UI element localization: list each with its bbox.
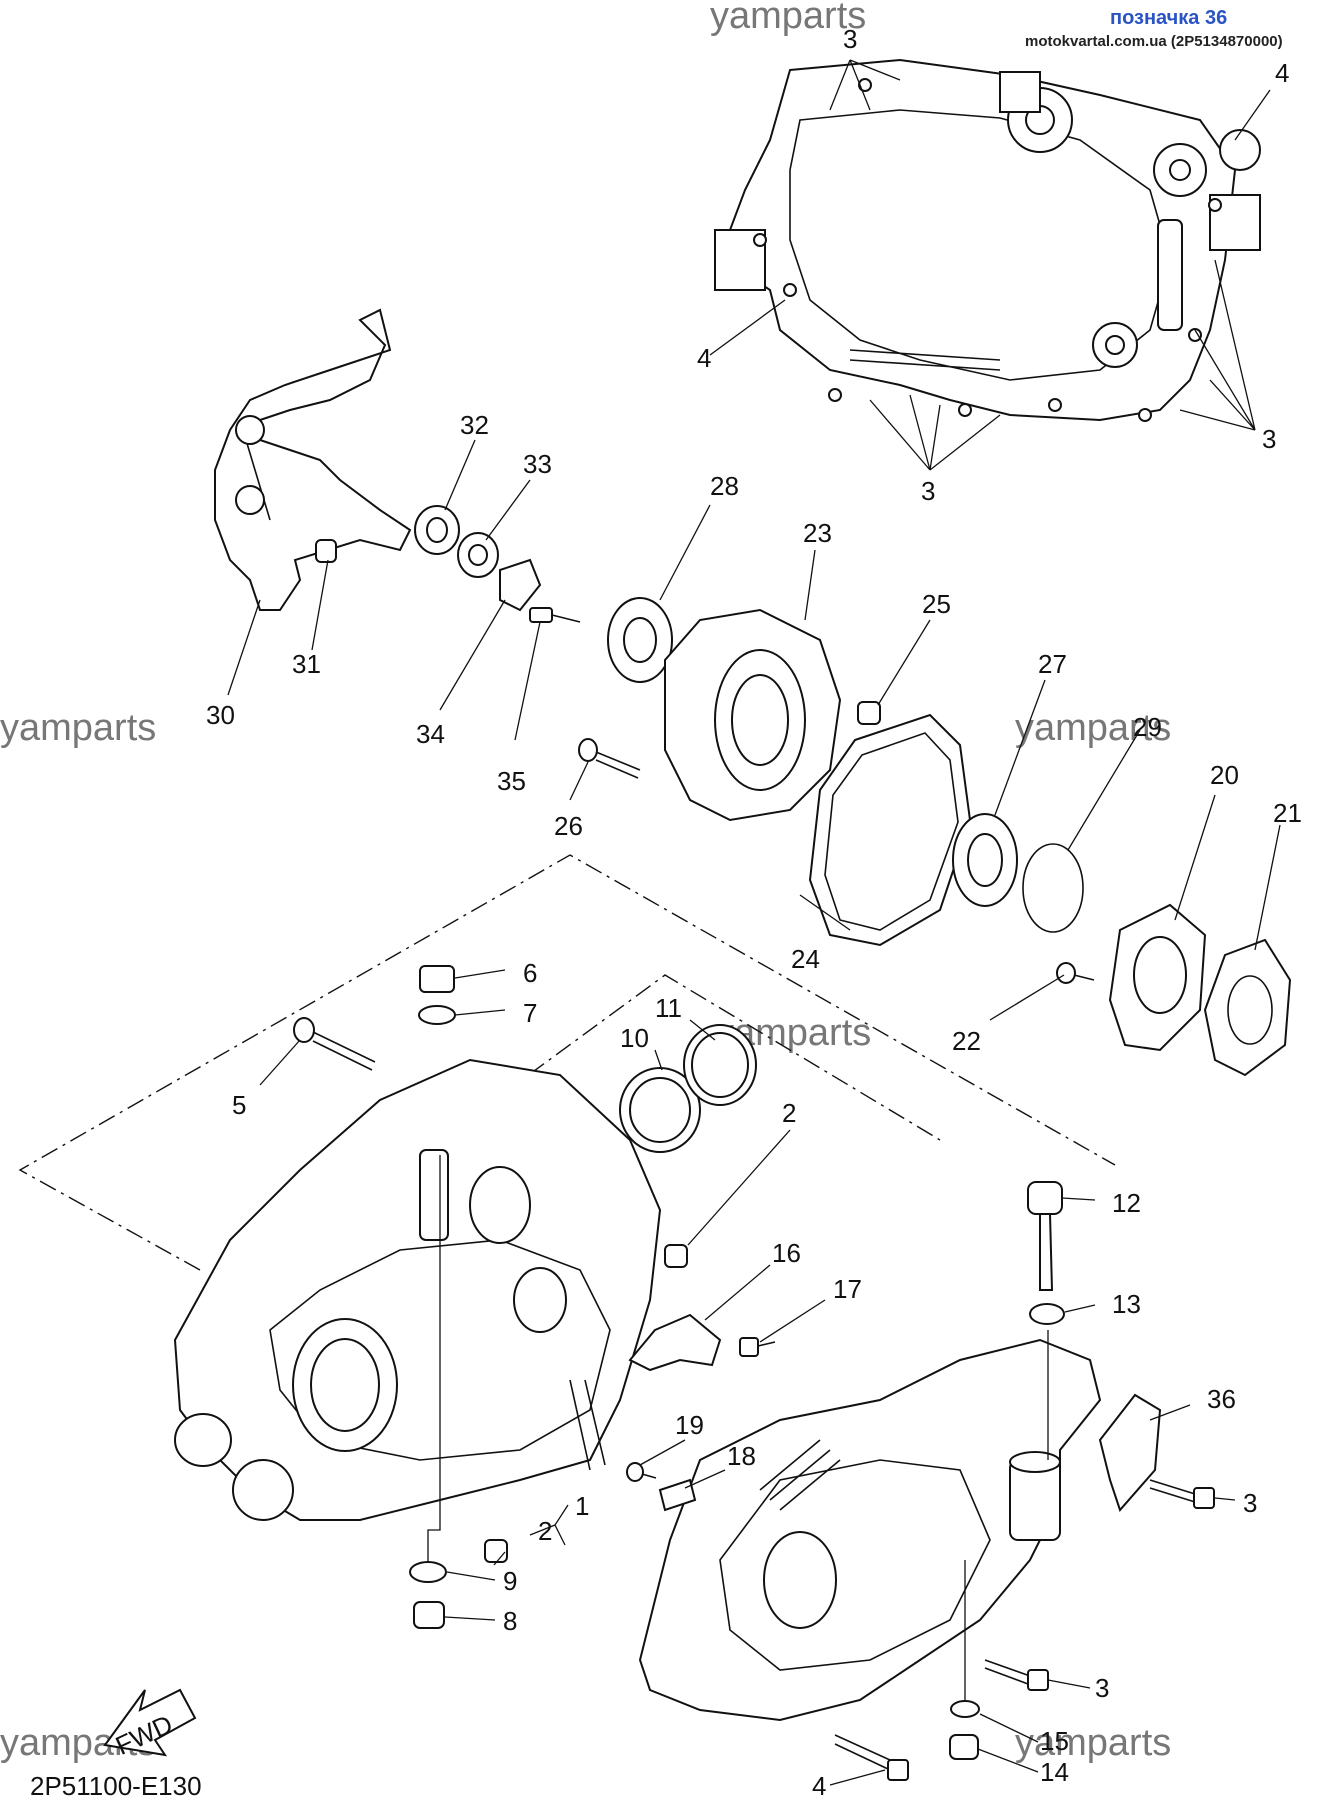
gasket-washer: [418, 1005, 456, 1025]
callout-number: 3: [1262, 424, 1276, 454]
callout-number: 11: [655, 993, 682, 1023]
assembly-guide-line: [18, 854, 1116, 1271]
callout-number: 25: [922, 589, 951, 619]
callout-number: 12: [1112, 1188, 1141, 1218]
bolt-long: [293, 1017, 376, 1071]
callout-number: 34: [416, 719, 445, 749]
callout-number: 20: [1210, 760, 1239, 790]
callout-number: 26: [554, 811, 583, 841]
bolt: [1149, 1479, 1215, 1509]
oil-seal-large: [607, 597, 673, 683]
drain-plug: [413, 1601, 445, 1629]
callout-number: 6: [523, 958, 537, 988]
gasket: [1203, 938, 1292, 1077]
callout-number: 5: [232, 1090, 246, 1120]
callout-number: 29: [1133, 712, 1162, 742]
callout-number: 9: [503, 1566, 517, 1596]
badge-subtitle: motokvartal.com.ua (2P5134870000): [1025, 33, 1283, 50]
screw: [1056, 962, 1095, 984]
callout-number: 2: [782, 1098, 796, 1128]
crankcase-cover: [214, 308, 412, 611]
callout-number: 27: [1038, 649, 1067, 679]
callout-number: 19: [675, 1410, 704, 1440]
bolt: [578, 738, 641, 779]
crankcase-left-half: [714, 58, 1261, 422]
callout-number: 35: [497, 766, 526, 796]
hose-clamp: [683, 1024, 757, 1106]
callout-number: 17: [833, 1274, 862, 1304]
bolt: [626, 1462, 657, 1482]
gasket-inner: [824, 732, 959, 931]
o-ring: [1029, 1303, 1065, 1325]
callout-number: 7: [523, 998, 537, 1028]
callout-number: 4: [1275, 58, 1289, 88]
callout-number: 22: [952, 1026, 981, 1056]
bolt: [984, 1659, 1049, 1691]
dowel-pin: [857, 701, 881, 725]
callout-number: 3: [921, 476, 935, 506]
callout-number: 32: [460, 410, 489, 440]
callout-number: 3: [1243, 1488, 1257, 1518]
callout-number: 13: [1112, 1289, 1141, 1319]
callout-number: 18: [727, 1441, 756, 1471]
callout-number: 4: [697, 343, 711, 373]
plate: [628, 1313, 722, 1372]
figure-code: 2P51100-E130: [30, 1771, 202, 1801]
gasket-inner: [1227, 975, 1273, 1045]
callout-number: 21: [1273, 798, 1302, 828]
dipstick: [1027, 1181, 1063, 1291]
leader-lines: [227, 59, 1281, 1786]
screw: [529, 607, 581, 623]
gasket-washer: [409, 1561, 447, 1583]
crankcase-right-half: [173, 1058, 662, 1521]
bearing: [952, 813, 1018, 907]
callout-labels: 3 4 4 3 3 32 33 28 23 25 27 29 20 21 31 …: [206, 24, 1302, 1801]
collar: [619, 1067, 701, 1153]
gasket-washer: [950, 1700, 980, 1718]
bearing-housing: [664, 608, 842, 822]
callout-number: 10: [620, 1023, 649, 1053]
watermark: yamparts: [1015, 1722, 1171, 1764]
bolt: [739, 1337, 776, 1357]
callout-number: 3: [843, 24, 857, 54]
callout-number: 16: [772, 1238, 801, 1268]
drain-plug: [949, 1734, 979, 1760]
badge-title: позначка 36: [1110, 7, 1227, 29]
circlip: [1022, 843, 1084, 933]
bracket: [1098, 1393, 1162, 1512]
callout-number: 33: [523, 449, 552, 479]
dowel-pin: [315, 539, 337, 563]
callout-number: 30: [206, 700, 235, 730]
watermark: yamparts: [1015, 707, 1171, 749]
drain-bolt: [419, 965, 455, 993]
callout-number: 23: [803, 518, 832, 548]
fwd-arrow: FWD: [103, 1688, 197, 1761]
bolt: [834, 1734, 909, 1781]
watermark: yamparts: [0, 707, 156, 749]
callout-number: 24: [791, 944, 820, 974]
callout-number: 14: [1040, 1757, 1069, 1787]
bearing-cover: [1108, 903, 1207, 1052]
callout-number: 36: [1207, 1384, 1236, 1414]
retaining-plate: [499, 558, 542, 612]
callout-number: 28: [710, 471, 739, 501]
callout-number: 3: [1095, 1673, 1109, 1703]
assembly-guide-line: [289, 974, 941, 1251]
gasket: [808, 713, 972, 947]
dowel-pin: [664, 1244, 688, 1268]
callout-number: 15: [1040, 1726, 1069, 1756]
bearing: [414, 505, 460, 555]
dowel-pin: [484, 1539, 508, 1563]
callout-number: 4: [812, 1771, 826, 1801]
oil-seal: [457, 532, 499, 578]
callout-number: 8: [503, 1606, 517, 1636]
watermark: yamparts: [710, 0, 866, 37]
callout-number: 1: [575, 1491, 589, 1521]
callout-number: 2: [538, 1516, 552, 1546]
callout-number: 31: [292, 649, 321, 679]
crankcase-lower-half: [638, 1338, 1102, 1722]
